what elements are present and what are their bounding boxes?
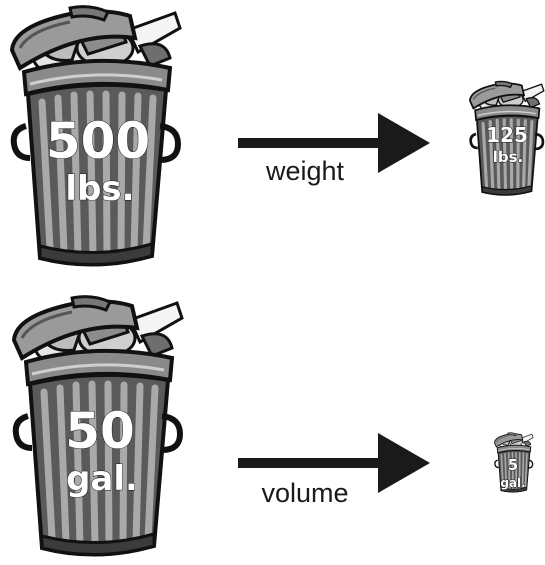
before-amount: 50: [65, 402, 135, 460]
after-unit: gal.: [500, 476, 525, 490]
after-amount: 125: [486, 123, 528, 147]
before-amount: 500: [46, 112, 150, 170]
before-unit: lbs.: [65, 169, 134, 209]
before-unit: gal.: [66, 459, 138, 499]
after-unit: lbs.: [493, 148, 524, 166]
row-volume: 50 gal. volume 5 gal.: [14, 297, 533, 555]
row-label: weight: [265, 156, 345, 186]
row-label: volume: [261, 478, 348, 508]
after-amount: 5: [508, 456, 518, 474]
row-weight: 500 lbs. weight 125 lbs.: [12, 7, 544, 265]
